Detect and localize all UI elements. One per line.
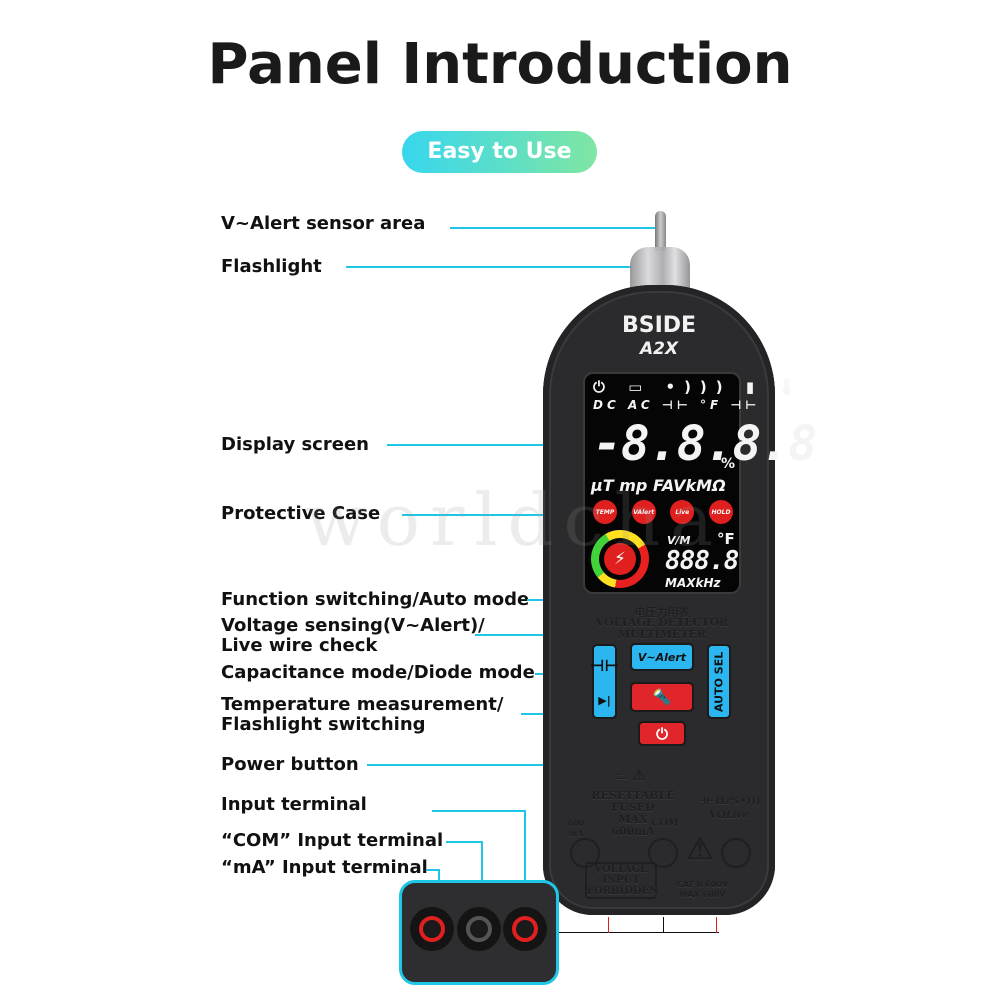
status-icons-row: ⏻ ▭ •))) ▮ 🌡 xyxy=(593,378,806,396)
secondary-units: MAXkHz xyxy=(665,576,721,590)
signal-strength-gauge: ⚡ xyxy=(591,530,649,588)
display-screen: ⏻ ▭ •))) ▮ 🌡 DC AC ⊣⊢ °F ⊣⊢ -8.8.8.8 % µ… xyxy=(583,372,817,594)
ma-input-jack[interactable] xyxy=(410,907,454,951)
v-connector-line xyxy=(716,917,717,933)
valert-button[interactable]: V~Alert xyxy=(630,643,694,671)
unit-symbols: µT mp FAVkMΩ xyxy=(591,476,726,495)
input-terminals-closeup xyxy=(399,880,559,985)
mode-icons-row: DC AC ⊣⊢ °F ⊣⊢ xyxy=(593,398,761,412)
label-temp-line2: Flashlight switching xyxy=(221,714,426,735)
capacitance-diode-button[interactable]: ⊣⊢ ▶| xyxy=(589,644,620,719)
leader-line-com-v xyxy=(481,841,483,907)
label-voltage-sensing: Voltage sensing(V~Alert)/ Live wire chec… xyxy=(221,616,485,656)
easy-to-use-badge: Easy to Use xyxy=(402,131,597,173)
label-protective-case: Protective Case xyxy=(221,503,381,524)
label-flashlight: Flashlight xyxy=(221,256,322,277)
label-voltage-line1: Voltage sensing(V~Alert)/ xyxy=(221,615,485,636)
leader-line-flashlight xyxy=(346,266,632,268)
auto-sel-button[interactable]: AUTO SEL xyxy=(707,644,731,719)
leader-line-case xyxy=(402,514,552,516)
degree-symbol: °F xyxy=(717,530,735,548)
ma-rating-label: 600 mA xyxy=(567,818,585,838)
sensor-probe-tip xyxy=(655,211,666,251)
percent-symbol: % xyxy=(721,456,736,472)
indicator-row: TEMP VAlert Live HOLD xyxy=(593,500,733,524)
fuse-icon: ▭ ⚠ xyxy=(614,768,646,784)
voltage-input-forbidden-box: VOLTAGE INPUT FORBIDDEN xyxy=(585,862,659,899)
leader-line-sensor xyxy=(450,227,660,229)
secondary-reading: 888.8 xyxy=(665,546,739,576)
cat-rating: CAT II 600V MAX 600V xyxy=(676,880,729,899)
capacitor-icon: ⊣⊢ xyxy=(589,655,620,675)
v-terminal-outline xyxy=(721,838,751,868)
leader-line-display xyxy=(387,444,597,446)
vm-label: V/M xyxy=(667,534,691,547)
label-com-terminal: “COM” Input terminal xyxy=(221,830,444,851)
label-function-switching: Function switching/Auto mode xyxy=(221,589,530,610)
hold-indicator-icon: HOLD xyxy=(708,500,733,524)
com-label: COM xyxy=(651,818,679,829)
leader-line-com-h xyxy=(446,841,483,843)
label-sensor-area: V~Alert sensor area xyxy=(221,213,426,234)
diode-icon: ▶| xyxy=(598,694,611,708)
label-voltage-line2: Live wire check xyxy=(221,635,378,656)
connector-base-line xyxy=(559,932,719,933)
label-input-terminal: Input terminal xyxy=(221,794,367,815)
flashlight-lens xyxy=(630,247,690,292)
panel-text-line1: VOLTAGE DETECTOR xyxy=(595,616,729,629)
label-display-screen: Display screen xyxy=(221,434,369,455)
temp-indicator-icon: TEMP xyxy=(593,500,617,524)
label-temp-line1: Temperature measurement/ xyxy=(221,694,504,715)
watermark: worldcha xyxy=(305,478,724,562)
flashlight-temperature-button[interactable]: 🔦 xyxy=(630,682,694,712)
panel-text-line2: MULTIMETER xyxy=(617,628,707,641)
com-connector-line xyxy=(663,917,664,933)
valert-indicator-icon: VAlert xyxy=(631,500,656,524)
leader-line-input-h xyxy=(432,810,526,812)
com-input-jack[interactable] xyxy=(457,907,501,951)
page-title: Panel Introduction xyxy=(207,32,793,97)
ma-connector-line xyxy=(608,917,609,933)
power-button[interactable]: ⏻ xyxy=(638,721,686,746)
label-capacitance: Capacitance mode/Diode mode xyxy=(221,662,535,683)
com-terminal-outline xyxy=(648,838,678,868)
main-reading: -8.8.8.8 xyxy=(593,416,817,472)
right-function-icons: ⊣⊢Hz%•))) xyxy=(697,796,761,807)
model-name: A2X xyxy=(639,339,679,359)
warning-triangle-icon: ⚠ xyxy=(686,832,714,867)
lightning-icon: ⚡ xyxy=(604,543,636,575)
brand-name: BSIDE xyxy=(621,313,697,338)
fuse-text: RESETTABLE FUSED MAX 600mA xyxy=(591,789,675,838)
live-indicator-icon: Live xyxy=(670,500,695,524)
leader-line-ma-h xyxy=(426,869,440,871)
label-temperature: Temperature measurement/ Flashlight swit… xyxy=(221,695,503,735)
leader-line-power-h xyxy=(367,764,659,766)
label-ma-terminal: “mA” Input terminal xyxy=(221,857,428,878)
right-function-icons-2: VΩLive xyxy=(709,810,749,821)
label-power-button: Power button xyxy=(221,754,359,775)
voltage-input-jack[interactable] xyxy=(503,907,547,951)
panel-chinese-text: 电压力用表 xyxy=(634,606,690,619)
leader-line-input-v xyxy=(524,810,526,908)
